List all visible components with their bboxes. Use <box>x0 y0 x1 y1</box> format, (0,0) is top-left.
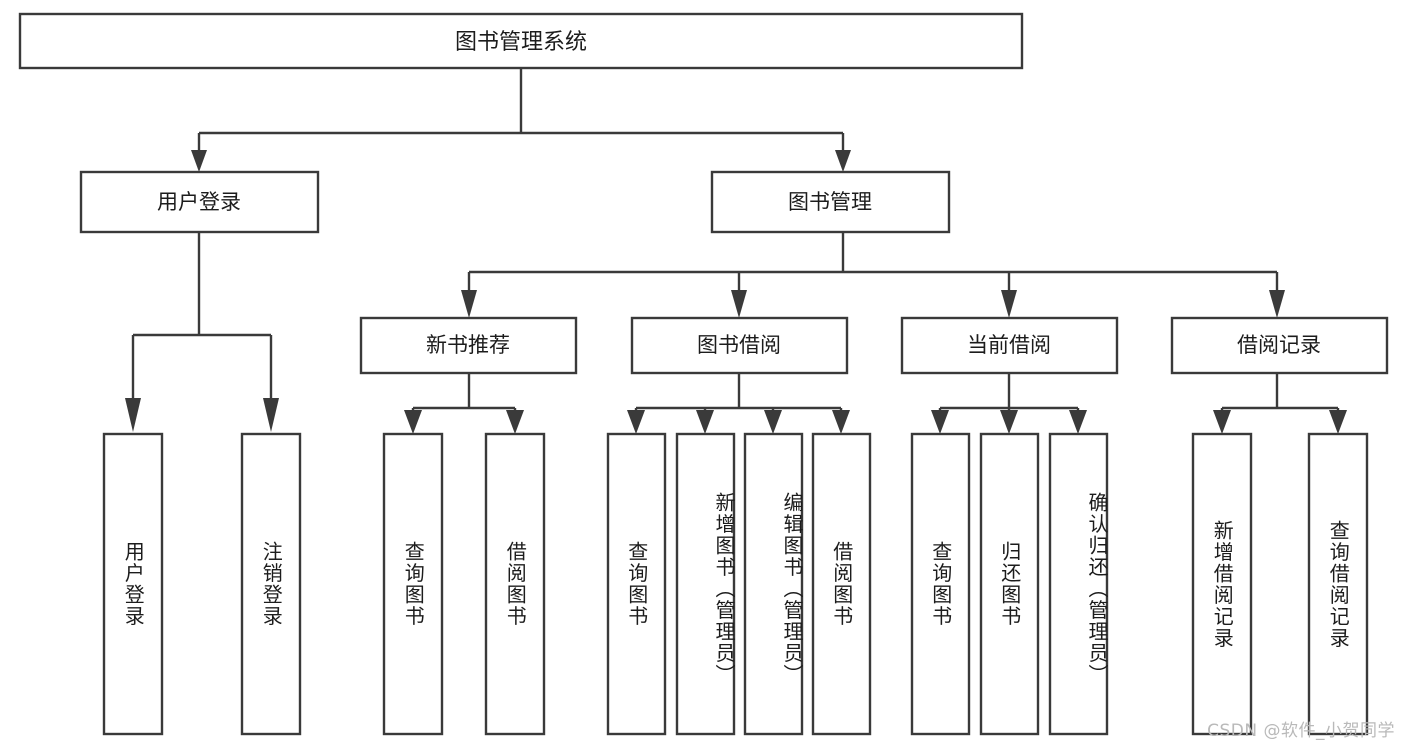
node-borrow-record-label: 借阅记录 <box>1237 333 1321 357</box>
node-root-label: 图书管理系统 <box>455 30 587 55</box>
leaf-box-borrow-record-1[interactable] <box>1307 432 1369 736</box>
leaf-box-book-borrow-0[interactable] <box>606 432 667 736</box>
connector-current-to-leaves <box>931 373 1087 434</box>
leaf-box-new-book-1[interactable] <box>484 432 546 736</box>
connector-newbook-to-leaves <box>404 373 524 434</box>
node-book-management[interactable]: 图书管理 <box>710 170 951 234</box>
connector-root-to-level2 <box>191 68 851 172</box>
watermark-text: CSDN @软件_小贺同学 <box>1207 721 1395 741</box>
connector-bookmgmt-to-level3 <box>461 232 1285 318</box>
leaf-box-current-borrow-1[interactable] <box>979 432 1040 736</box>
leaf-box-borrow-record-0[interactable] <box>1191 432 1253 736</box>
node-book-management-label: 图书管理 <box>788 190 872 214</box>
node-borrow-record[interactable]: 借阅记录 <box>1170 316 1389 375</box>
leaf-box-user-login-0[interactable] <box>102 432 164 736</box>
node-user-login[interactable]: 用户登录 <box>79 170 320 234</box>
leaf-box-current-borrow-2[interactable] <box>1048 432 1109 736</box>
connector-record-to-leaves <box>1213 373 1347 434</box>
connector-userlogin-to-leaves <box>125 232 279 432</box>
node-new-book-recommend[interactable]: 新书推荐 <box>359 316 578 375</box>
node-new-book-recommend-label: 新书推荐 <box>426 333 510 357</box>
leaf-box-new-book-0[interactable] <box>382 432 444 736</box>
leaf-box-book-borrow-2[interactable] <box>743 432 804 736</box>
leaf-box-book-borrow-3[interactable] <box>811 432 872 736</box>
node-book-borrow[interactable]: 图书借阅 <box>630 316 849 375</box>
leaf-box-book-borrow-1[interactable] <box>675 432 736 736</box>
node-book-borrow-label: 图书借阅 <box>697 333 781 357</box>
node-current-borrow-label: 当前借阅 <box>967 333 1051 357</box>
node-current-borrow[interactable]: 当前借阅 <box>900 316 1119 375</box>
leaf-box-user-login-1[interactable] <box>240 432 302 736</box>
node-user-login-label: 用户登录 <box>157 190 241 214</box>
leaf-box-current-borrow-0[interactable] <box>910 432 971 736</box>
connector-borrow-to-leaves <box>627 373 850 434</box>
node-root[interactable]: 图书管理系统 <box>18 12 1024 70</box>
